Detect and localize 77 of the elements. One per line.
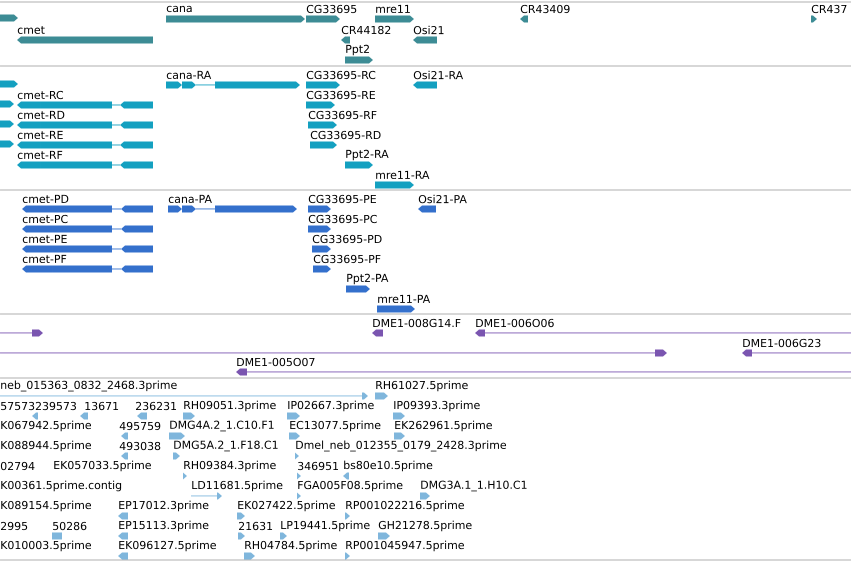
feature-label: mre11 (376, 4, 410, 14)
feature-label: CG33695-RF (308, 110, 376, 120)
feature-label: K089154.5prime (1, 500, 91, 512)
feature-label: K00361.5prime.contig (1, 480, 122, 492)
feature-label: RH09384.3prime (184, 460, 276, 472)
feature-label: RH09051.3prime (184, 400, 276, 412)
feature-label: IP02667.3prime (288, 400, 374, 412)
feature-label: Osi21-RA (414, 70, 464, 80)
feature-label: EC13077.5prime (290, 420, 380, 432)
feature-label: neb_015363_0832_2468.3prime (1, 380, 177, 392)
feature-label: DMG3A.1_1.H10.C1 (421, 480, 527, 492)
feature-label: CG33695-RE (306, 90, 375, 100)
feature-label: RH61027.5prime (376, 380, 468, 392)
feature-label: cmet (18, 26, 45, 34)
feature-label: Osi21 (414, 26, 444, 34)
feature-label: CG33695-PC (308, 214, 377, 224)
feature-label: CR43409 (520, 4, 570, 14)
feature-label: DMG5A.2_1.F18.C1 (174, 440, 278, 452)
feature-label: bs80e10.5prime (344, 460, 432, 472)
feature-label: FGA005F08.5prime (298, 480, 402, 492)
feature-label: RP001045947.5prime (346, 540, 464, 552)
feature-label: K088944.5prime (1, 440, 91, 452)
feature-label: RH04784.5prime (245, 540, 337, 552)
feature-label: Osi21-PA (418, 194, 467, 204)
feature-label: cmet-PD (22, 194, 68, 204)
feature-label: DME1-008G14.F (373, 318, 460, 328)
feature-label: 02794 (0, 462, 34, 470)
feature-label: cana-RA (166, 70, 212, 80)
feature-label: DME1-006G23 (743, 338, 820, 348)
feature-label: cana (166, 6, 192, 12)
feature-label: cmet-PE (22, 234, 67, 244)
feature-label: cmet-RC (18, 90, 64, 100)
feature-label: cmet-PC (22, 214, 68, 224)
feature-label: 2995 (1, 522, 28, 530)
feature-label: DME1-006O06 (476, 318, 554, 328)
feature-label: 346951 (298, 462, 338, 470)
feature-label: Dmel_neb_012355_0179_2428.3prime (296, 440, 506, 452)
feature-label: DME1-005O07 (237, 358, 314, 366)
feature-label: Ppt2-RA (346, 150, 389, 160)
feature-label: mre11-PA (378, 294, 430, 304)
feature-label: CG33695 (306, 4, 356, 14)
feature-label: Ppt2-PA (347, 274, 388, 284)
feature-label: CG33695-PD (312, 234, 382, 244)
feature-label: EK057033.5prime (54, 460, 151, 472)
feature-label: CG33695-PF (314, 254, 380, 264)
feature-label: IP09393.3prime (394, 400, 480, 412)
feature-label: EP15113.3prime (119, 520, 208, 532)
feature-label: 50286 (53, 522, 86, 530)
feature-label: EP17012.3prime (119, 500, 208, 512)
feature-label: mre11-RA (376, 170, 430, 180)
feature-label: 13671 (85, 402, 118, 410)
feature-label: CG33695-RD (310, 130, 381, 140)
feature-label: CR437 (812, 4, 846, 14)
feature-label: CG33695-PE (308, 194, 376, 204)
feature-label: cmet-RD (18, 110, 64, 120)
feature-label: 236231 (136, 402, 176, 410)
feature-label: cmet-RE (18, 130, 63, 140)
feature-label: DMG4A.2_1.C10.F1 (170, 420, 274, 432)
feature-label: 493038 (120, 442, 160, 450)
feature-label: K010003.5prime (1, 540, 91, 552)
feature-label: cmet-RF (18, 150, 62, 160)
feature-label: EK262961.5prime (395, 420, 492, 432)
feature-label: EK027422.5prime (238, 500, 335, 512)
feature-label: 21631 (239, 522, 272, 530)
feature-label: EK096127.5prime (119, 540, 216, 552)
feature-label: RP001022216.5prime (346, 500, 464, 512)
feature-label: cmet-PF (22, 254, 66, 264)
feature-label: K067942.5prime (1, 420, 91, 432)
feature-label: Ppt2 (346, 44, 369, 56)
feature-label: CR44182 (342, 26, 390, 34)
feature-label: GH21278.5prime (378, 520, 472, 532)
feature-label: 495759 (120, 422, 160, 430)
feature-label: LP19441.5prime (281, 520, 370, 532)
feature-label: 57573239573 (1, 402, 76, 410)
feature-label: CG33695-RC (306, 70, 376, 80)
feature-label: cana-PA (168, 194, 212, 204)
feature-label: LD11681.5prime (192, 480, 282, 492)
